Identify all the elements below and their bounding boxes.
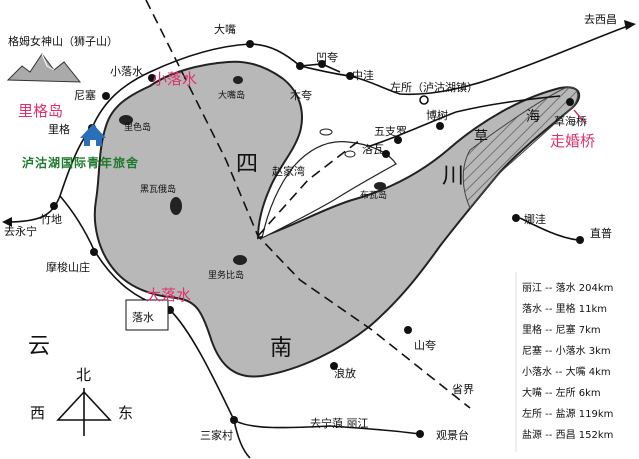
dot-mosuo bbox=[90, 248, 98, 256]
label-zhipu: 直普 bbox=[590, 227, 612, 240]
label-guanjingtai: 观景台 bbox=[436, 429, 469, 442]
label-heiwaedao: 黑瓦俄岛 bbox=[140, 185, 177, 195]
lise-island bbox=[119, 115, 133, 125]
caohai-marsh bbox=[462, 86, 579, 209]
dot-xiaoluoshui bbox=[148, 74, 156, 82]
dot-sanjiacun bbox=[230, 416, 238, 424]
label-dazuidao: 大嘴岛 bbox=[218, 91, 246, 101]
distance-row: 丽江 -- 落水 204km bbox=[522, 283, 614, 294]
buwa-island bbox=[374, 182, 386, 190]
distance-row: 里格 -- 尼塞 7km bbox=[522, 325, 601, 336]
province-border bbox=[145, 0, 471, 409]
label-boshu: 博树 bbox=[426, 109, 448, 122]
dot-luowa bbox=[382, 150, 390, 158]
label-liseidao: 里色岛 bbox=[124, 123, 152, 133]
label-muhua: 木夸 bbox=[290, 89, 312, 102]
luoshui-box bbox=[125, 299, 169, 331]
label-sanjiacun: 三家村 bbox=[200, 429, 233, 442]
region-nan: 南 bbox=[270, 336, 293, 361]
road-xichang: 去西昌 bbox=[584, 13, 617, 26]
dot-caohaiqiao bbox=[566, 98, 574, 106]
distance-row: 尼塞 -- 小落水 3km bbox=[522, 346, 611, 357]
label-zuosuo: 左所（泸沽湖镇） bbox=[390, 81, 478, 94]
pink-ligedao: 里格岛 bbox=[18, 102, 64, 120]
pink-daluoshui: 大落水 bbox=[146, 286, 192, 304]
small-islet-1 bbox=[319, 128, 333, 136]
label-dazui: 大嘴 bbox=[214, 23, 236, 36]
mountain-label: 格姆女神山（狮子山） bbox=[8, 35, 118, 48]
distance-row: 小落水 -- 大嘴 4km bbox=[522, 367, 611, 378]
label-zhudi: 竹地 bbox=[40, 213, 62, 226]
road-province-border: 省界 bbox=[452, 383, 474, 396]
distance-row: 落水 -- 里格 11km bbox=[522, 304, 608, 315]
region-si: 四 bbox=[236, 152, 259, 177]
dot-boshu bbox=[436, 122, 444, 130]
dot-aokua bbox=[318, 60, 326, 68]
label-buwadao: 布瓦岛 bbox=[360, 191, 388, 201]
mountain-sketch bbox=[6, 53, 82, 83]
dot-nisai bbox=[102, 92, 110, 100]
pink-zouhunqiao: 走婚桥 bbox=[550, 132, 596, 150]
pink-xiaoluoshui: 小落水 bbox=[152, 70, 198, 88]
compass-north: 北 bbox=[76, 366, 92, 384]
dot-zuosuo bbox=[419, 95, 429, 105]
label-aokua: 凹夸 bbox=[316, 51, 338, 64]
label-langfang: 浪放 bbox=[334, 367, 356, 380]
compass-east: 东 bbox=[118, 404, 134, 422]
dot-wuzhiluo bbox=[394, 136, 402, 144]
road-yongning: 去永宁 bbox=[4, 225, 37, 238]
distance-row: 左所 -- 盐源 119km bbox=[522, 409, 614, 420]
dot-shankua bbox=[404, 326, 412, 334]
region-chuan: 川 bbox=[442, 164, 465, 189]
hostel-name: 泸沽湖国际青年旅舍 bbox=[22, 156, 140, 170]
label-wuzhiluo: 五支罗 bbox=[374, 125, 407, 138]
region-hai: 海 bbox=[526, 109, 540, 125]
dot-guanjingtai bbox=[416, 430, 424, 438]
heiwae-island bbox=[170, 197, 182, 215]
dot-zhongwa bbox=[346, 72, 354, 80]
label-luoshui: 落水 bbox=[132, 311, 154, 324]
label-shankua: 山夸 bbox=[414, 339, 436, 352]
label-lige: 里格 bbox=[48, 123, 70, 136]
hostel-house-icon bbox=[80, 124, 106, 146]
road-ninglang-lijiang: 去宁蒗 丽江 bbox=[310, 417, 369, 430]
label-nuowa: 娜洼 bbox=[524, 213, 546, 226]
label-mosuoshanzhuang: 摩梭山庄 bbox=[46, 261, 90, 274]
roads bbox=[5, 25, 629, 459]
compass-west: 西 bbox=[30, 404, 46, 422]
zouhunqiao-arrow bbox=[573, 109, 587, 125]
label-liwubidao: 里务比岛 bbox=[208, 271, 245, 281]
label-caohaiqiao: 草海桥 bbox=[554, 115, 587, 128]
dot-dazui bbox=[246, 40, 254, 48]
label-zhaojiawan: 赵家湾 bbox=[272, 165, 305, 178]
road-arrows bbox=[2, 20, 636, 227]
distance-row: 大嘴 -- 左所 6km bbox=[522, 388, 601, 399]
islands bbox=[119, 76, 386, 265]
label-luowa: 洛瓦 bbox=[362, 143, 384, 156]
liwubi-island bbox=[233, 255, 247, 265]
dot-zhudi bbox=[50, 202, 58, 210]
label-xiaoluoshui: 小落水 bbox=[110, 65, 143, 78]
dot-zhipu bbox=[576, 236, 584, 244]
label-nisai: 尼塞 bbox=[74, 89, 96, 102]
small-islet-2 bbox=[344, 150, 356, 158]
label-zhongwa: 中洼 bbox=[352, 69, 374, 82]
region-yun: 云 bbox=[28, 334, 51, 359]
dot-nuowa bbox=[512, 214, 520, 222]
hostel-logo bbox=[78, 122, 108, 152]
dazui-island bbox=[233, 76, 243, 84]
distance-row: 盐源 -- 西昌 152km bbox=[522, 430, 614, 441]
compass bbox=[56, 388, 112, 436]
dot-langfang bbox=[330, 362, 338, 370]
region-cao: 草 bbox=[474, 129, 488, 145]
dot-muhua bbox=[296, 62, 304, 70]
